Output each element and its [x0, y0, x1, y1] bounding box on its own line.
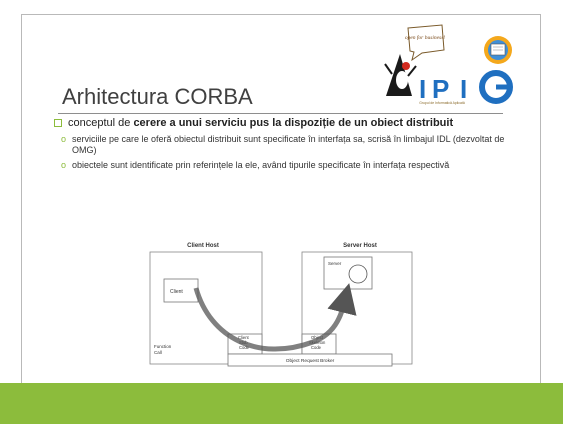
- object-skeleton-line: Code: [311, 345, 322, 350]
- server-label: Server: [328, 261, 342, 266]
- sub-bullet-text: serviciile pe care le oferă obiectul dis…: [72, 134, 505, 155]
- client-host-label: Client Host: [187, 243, 219, 249]
- sub-bullet-text: obiectele sunt identificate prin referin…: [72, 160, 450, 170]
- client-stub-line: Client: [238, 335, 250, 340]
- title-divider: [58, 113, 503, 114]
- client-host-box: [149, 251, 263, 365]
- footer-bar: [0, 383, 563, 424]
- swirl-icon: [479, 70, 513, 104]
- corba-diagram: Client Host Server Host Client Server Cl…: [149, 243, 413, 367]
- function-call-line: Function: [154, 344, 172, 349]
- slide-content: conceptul de cerere a unui serviciu pus …: [54, 117, 519, 171]
- logo-letter: P: [432, 74, 449, 104]
- orb-box: [227, 353, 393, 367]
- main-bullet: conceptul de cerere a unui serviciu pus …: [54, 117, 519, 130]
- bubble-text: open for business!: [405, 34, 446, 41]
- speech-bubble: open for business!: [405, 24, 446, 62]
- client-stub-line: Code: [239, 345, 250, 350]
- main-bullet-bold: cerere a unui serviciu pus la dispoziție…: [133, 117, 454, 129]
- document-disc-icon: [484, 36, 512, 64]
- request-flow-arrow: [193, 283, 357, 352]
- sub-bullet: o obiectele sunt identificate prin refer…: [61, 160, 519, 171]
- orb-label: Object Request Broker: [286, 358, 335, 364]
- main-bullet-text: conceptul de: [68, 117, 134, 129]
- server-object-circle: [348, 264, 368, 284]
- client-label: Client: [170, 289, 183, 295]
- sub-bullet: o serviciile pe care le oferă obiectul d…: [61, 134, 519, 156]
- ipi-letters: I P I: [419, 74, 467, 104]
- mascot-icon: [384, 54, 417, 96]
- slide-title: Arhitectura CORBA: [62, 84, 253, 109]
- square-bullet-icon: [54, 119, 62, 127]
- logo-caption: Grupul de Informatică Aplicată: [419, 101, 465, 105]
- logo-letter: I: [419, 74, 426, 104]
- circle-bullet-icon: o: [61, 134, 67, 144]
- circle-bullet-icon: o: [61, 160, 67, 170]
- function-call-line: Call: [154, 350, 162, 355]
- ipi-logo: open for business! I P I Grup: [384, 24, 513, 105]
- server-host-label: Server Host: [343, 243, 377, 249]
- logo-letter: I: [460, 74, 467, 104]
